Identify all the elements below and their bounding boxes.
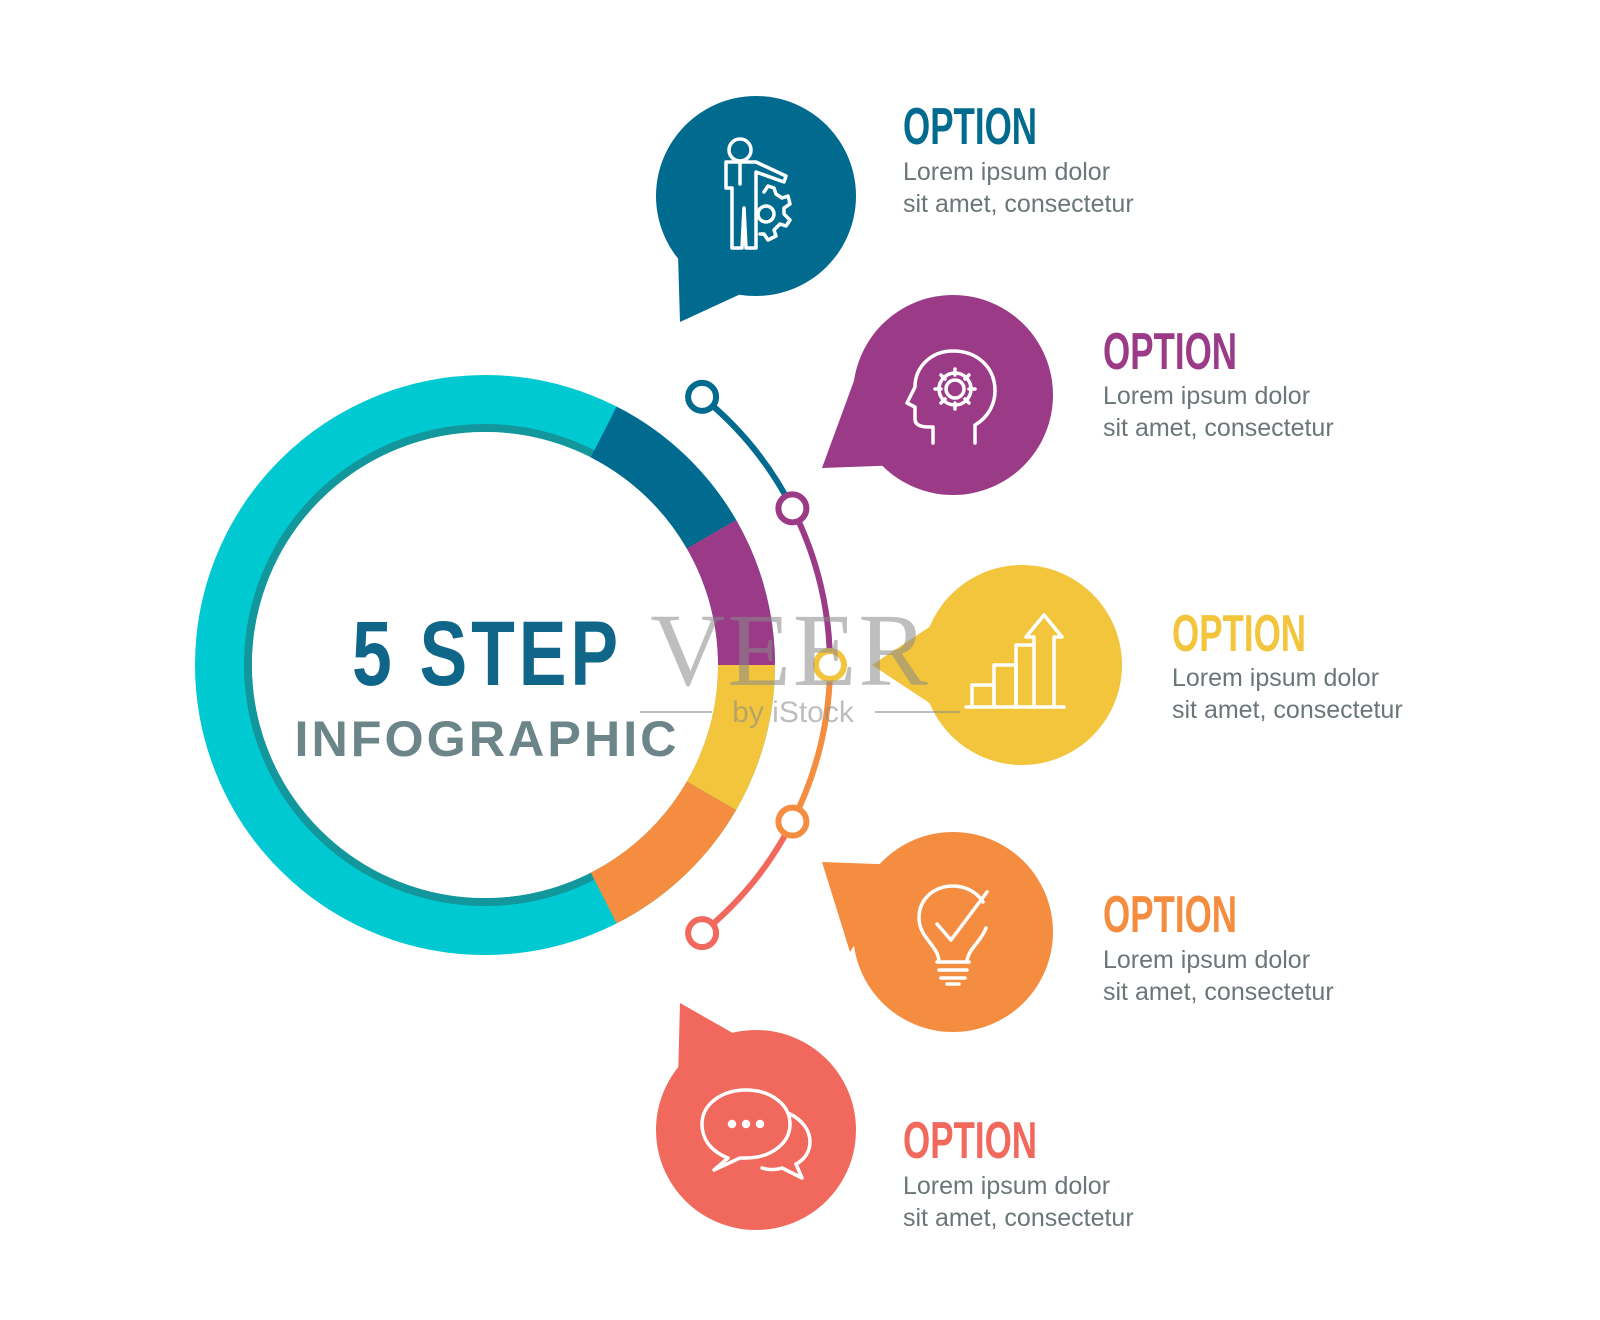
step-5-desc-line-2: sit amet, consectetur — [903, 1204, 1134, 1232]
step-5-bubble — [656, 1030, 856, 1230]
ring-segment-3 — [686, 665, 775, 810]
connector-segment-2 — [789, 507, 833, 666]
ring-center — [252, 432, 718, 898]
step-3-bubble — [922, 565, 1122, 765]
step-1-desc-line-2: sit amet, consectetur — [903, 190, 1134, 218]
connector-dot-2 — [775, 491, 810, 526]
step-2: OPTION Lorem ipsum dolor sit amet, conse… — [822, 295, 1334, 495]
step-4: OPTION Lorem ipsum dolor sit amet, conse… — [822, 832, 1334, 1032]
step-4-desc-line-1: Lorem ipsum dolor — [1103, 946, 1310, 974]
watermark-sub: by iStock — [732, 696, 855, 729]
step-4-desc-line-2: sit amet, consectetur — [1103, 978, 1334, 1006]
step-3-desc-line-2: sit amet, consectetur — [1172, 696, 1403, 724]
connector-arc — [685, 379, 847, 951]
ring-segment-1 — [590, 406, 737, 549]
head-gear-icon — [905, 349, 997, 445]
growth-chart-icon — [964, 613, 1066, 709]
ring-segment-4 — [590, 781, 737, 924]
connector-dot-3 — [813, 648, 847, 682]
step-2-desc-line-1: Lorem ipsum dolor — [1103, 382, 1310, 410]
businessman-gear-icon — [724, 137, 792, 250]
step-4-title: OPTION — [1103, 886, 1237, 944]
step-4-bubble — [853, 832, 1053, 1032]
page-subtitle: INFOGRAPHIC — [295, 711, 680, 767]
step-5: OPTION Lorem ipsum dolor sit amet, conse… — [656, 1003, 1134, 1232]
step-5-desc-line-1: Lorem ipsum dolor — [903, 1172, 1110, 1200]
step-5-title: OPTION — [903, 1112, 1037, 1170]
step-2-title: OPTION — [1103, 323, 1237, 381]
lightbulb-check-icon — [917, 884, 989, 986]
step-1-desc-line-1: Lorem ipsum dolor — [903, 158, 1110, 186]
step-1-title: OPTION — [903, 98, 1037, 156]
step-3-desc-line-1: Lorem ipsum dolor — [1172, 664, 1379, 692]
ring-segment-2 — [686, 520, 775, 665]
page-title: 5 STEP — [352, 603, 622, 705]
connector-segment-3 — [789, 664, 833, 823]
chat-bubbles-icon — [700, 1088, 812, 1180]
connector-dot-1 — [685, 379, 720, 414]
ring-segments — [590, 406, 775, 924]
step-3-title: OPTION — [1172, 605, 1306, 663]
step-2-desc-line-2: sit amet, consectetur — [1103, 414, 1334, 442]
watermark: VEER by iStock — [640, 593, 960, 729]
step-1: OPTION Lorem ipsum dolor sit amet, conse… — [656, 96, 1134, 322]
watermark-logo: VEER — [650, 593, 930, 708]
step-3-bubble-tail — [872, 620, 940, 710]
connector-dot-5 — [685, 916, 720, 951]
step-2-bubble — [853, 295, 1053, 495]
step-3: OPTION Lorem ipsum dolor sit amet, conse… — [872, 565, 1403, 765]
connector-dot-4 — [775, 804, 810, 839]
